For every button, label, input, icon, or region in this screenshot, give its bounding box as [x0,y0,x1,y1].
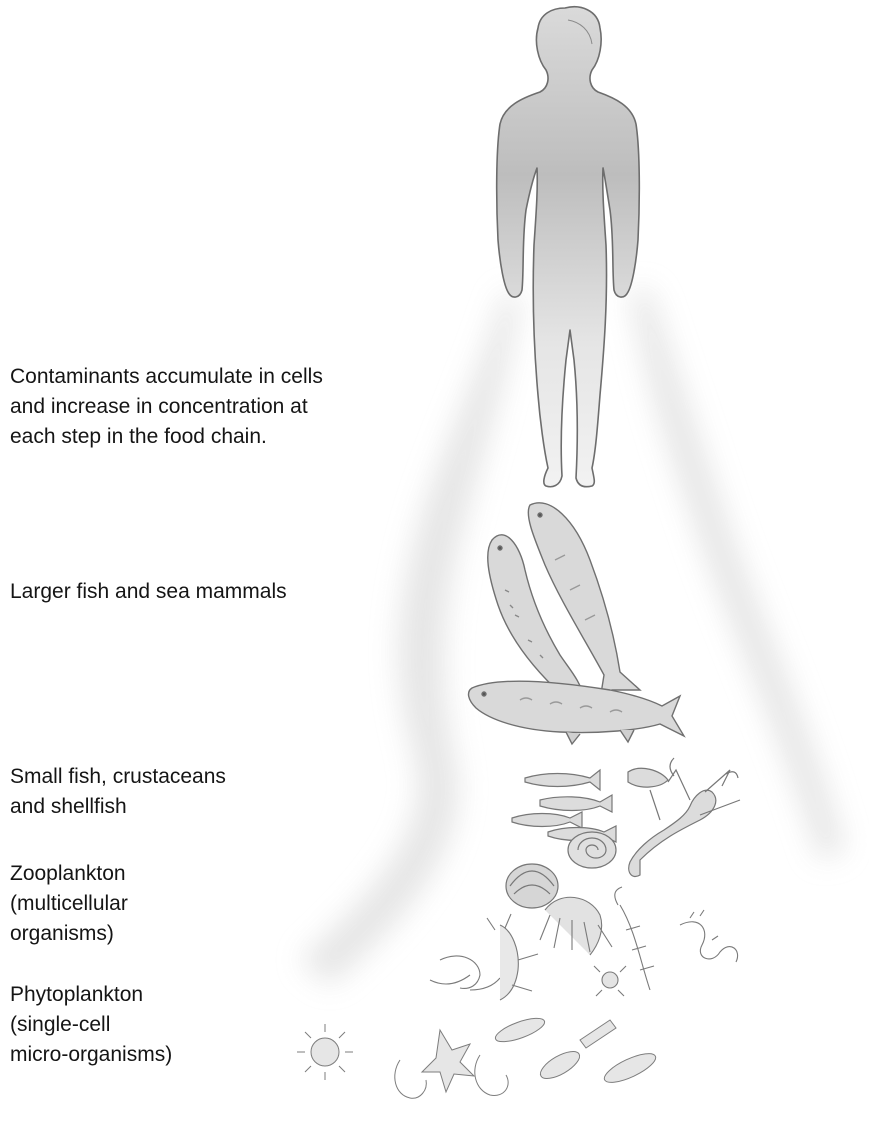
shrimp-icon [540,897,612,955]
small-fish-group [506,758,740,908]
phytoplankton-line-3: micro-organisms) [10,1040,172,1070]
zooplankton-label: Zooplankton (multicellular organisms) [10,859,128,949]
zooplankton-line-2: (multicellular [10,889,128,919]
snail-icon [568,832,616,868]
phytoplankton-line-1: Phytoplankton [10,980,172,1010]
shrimp-icon [615,887,654,990]
worm-icon [680,910,738,962]
shell-icon [506,864,558,908]
phytoplankton-label: Phytoplankton (single-cell micro-organis… [10,980,172,1070]
small-fish-icon [540,795,612,812]
contaminants-label: Contaminants accumulate in cells and inc… [10,362,323,452]
small-fish-icon [512,812,582,828]
copepod-icon [430,956,500,990]
small-fish-label: Small fish, crustaceans and shellfish [10,762,226,822]
small-fish-icon [628,768,668,787]
concentration-halo [300,290,845,985]
phytoplankton-group [297,1014,659,1099]
small-fish-line-1: Small fish, crustaceans [10,762,226,792]
diatom-icon [493,1014,659,1088]
dinoflagellate-icon [475,1055,508,1095]
small-fish-line-2: and shellfish [10,792,226,822]
dinoflagellate-icon [395,1030,474,1098]
larger-fish-group [469,503,684,744]
small-fish-icon [525,770,600,790]
zooplankton-line-3: organisms) [10,919,128,949]
zooplankton-group [430,887,738,1000]
phytoplankton-line-2: (single-cell [10,1010,172,1040]
contaminants-line-2: and increase in concentration at [10,392,323,422]
copepod-icon [602,972,618,988]
larger-fish-label: Larger fish and sea mammals [10,577,287,607]
human-figure-icon [497,7,640,487]
diatom-icon [297,1024,353,1080]
contaminants-line-3: each step in the food chain. [10,422,323,452]
larger-fish-line-1: Larger fish and sea mammals [10,577,287,607]
copepod-icon [487,914,538,1000]
zooplankton-line-1: Zooplankton [10,859,128,889]
contaminants-line-1: Contaminants accumulate in cells [10,362,323,392]
pike-icon [469,681,684,744]
